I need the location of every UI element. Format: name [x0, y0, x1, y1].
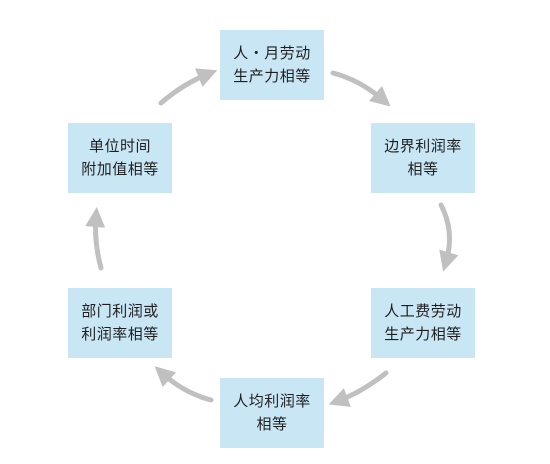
- node-line: 相等: [256, 415, 288, 433]
- node-line: 边界利润率: [384, 137, 462, 155]
- node-department-profit-equal: 部门利润或 利润率相等: [68, 288, 172, 358]
- node-hourly-value-added-equal: 单位时间 附加值相等: [68, 123, 172, 193]
- node-line: 利润率相等: [81, 325, 159, 343]
- node-labor-productivity-equal: 人・月劳动 生产力相等: [220, 30, 324, 100]
- arrow-1-to-2: [330, 70, 391, 107]
- node-marginal-profit-equal: 边界利润率 相等: [371, 123, 475, 193]
- node-line: 附加值相等: [81, 160, 159, 178]
- arrow-2-to-3: [438, 202, 459, 272]
- node-average-profit-equal: 人均利润率 相等: [220, 378, 324, 448]
- node-line: 人均利润率: [233, 392, 311, 410]
- node-line: 人・月劳动: [233, 44, 311, 62]
- node-line: 生产力相等: [233, 67, 311, 85]
- arrow-3-to-4: [328, 370, 389, 407]
- arrow-4-to-5: [154, 366, 214, 403]
- arrow-5-to-6: [85, 207, 106, 271]
- node-line: 生产力相等: [384, 325, 462, 343]
- node-line: 部门利润或: [81, 302, 159, 320]
- node-line: 相等: [407, 160, 439, 178]
- arrow-6-to-1: [158, 68, 218, 106]
- node-line: 人工费劳动: [384, 302, 462, 320]
- node-line: 单位时间: [88, 137, 151, 155]
- node-labor-cost-productivity-equal: 人工费劳动 生产力相等: [371, 288, 475, 358]
